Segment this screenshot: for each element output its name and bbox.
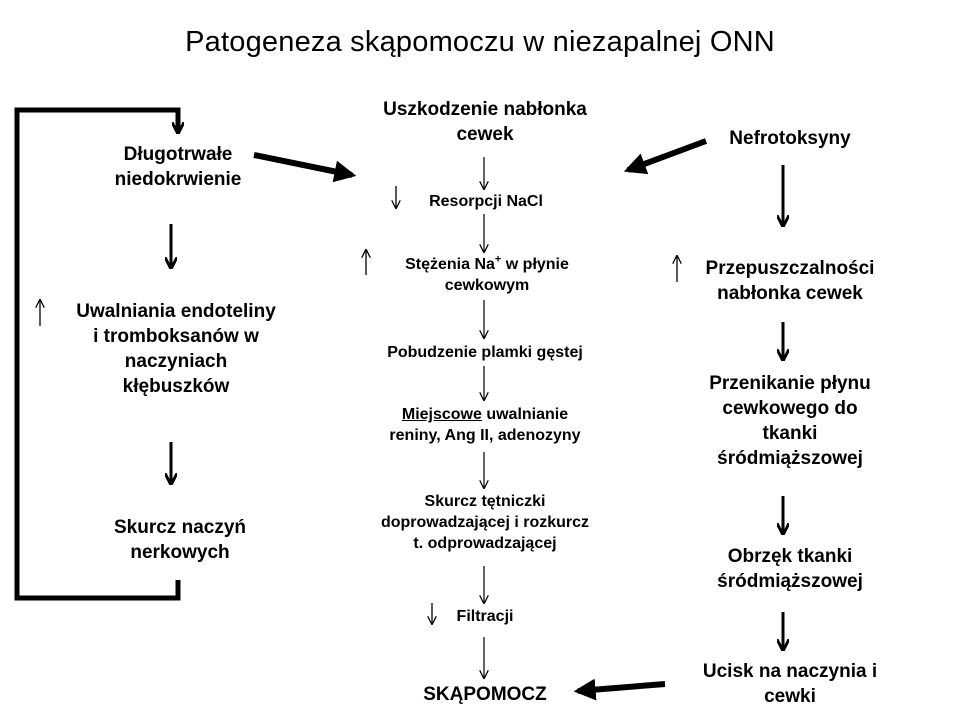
node-line: nerkowych: [130, 542, 230, 564]
node-stezenie-na: Stężenia Na+ w płynie cewkowym: [362, 254, 612, 296]
node-line: Uwalniania endoteliny: [76, 301, 276, 322]
node-line: Skurcz tętniczki: [424, 493, 546, 510]
node-skurcz-naczyn-nerkowych: Skurcz naczyń nerkowych: [70, 515, 290, 565]
node-line: cewkowym: [444, 277, 530, 295]
node-line: Stężenia Na+ w płynie: [362, 254, 612, 275]
node-text: uwalnianie: [481, 406, 569, 423]
node-text-underlined: Miejscowe: [401, 406, 482, 423]
node-skapomocz: SKĄPOMOCZ: [423, 684, 547, 705]
arrow-nefrotoksyny-to-uszkodzenie: [623, 138, 708, 175]
node-line: niedokrwienie: [114, 169, 242, 191]
node-text: w płynie: [501, 256, 569, 273]
node-line: Długotrwałe: [123, 144, 233, 165]
node-uszkodzenie-nablonka: Uszkodzenie nabłonka cewek: [335, 97, 635, 147]
node-resorpcja-nacl: Resorpcji NaCl: [429, 193, 543, 210]
node-line: reniny, Ang II, adenozyny: [389, 427, 581, 445]
node-nefrotoksyny: Nefrotoksyny: [729, 128, 851, 149]
node-superscript: +: [494, 253, 502, 266]
node-ucisk-na-naczynia: Ucisk na naczynia i cewki: [665, 659, 915, 709]
node-line: cewki: [764, 686, 816, 708]
node-text: Stężenia Na: [405, 256, 495, 273]
arrow-ucisk-to-skapomocz: [573, 678, 666, 701]
node-przepuszczalnosc: Przepuszczalności nabłonka cewek: [670, 256, 910, 306]
node-obrzek-tkanki: Obrzęk tkanki śródmiąższowej: [670, 544, 910, 594]
node-filtracja: Filtracji: [456, 608, 514, 625]
node-line: śródmiąższowej: [717, 448, 863, 470]
node-pobudzenie-plamki: Pobudzenie plamki gęstej: [387, 344, 583, 361]
node-line: i tromboksanów w: [93, 326, 259, 348]
node-line: Przepuszczalności: [705, 258, 875, 279]
arrow-niedokrwienie-to-uszkodzenie: [253, 152, 357, 183]
node-line: śródmiąższowej: [717, 571, 863, 593]
node-line: Obrzęk tkanki: [727, 546, 853, 567]
node-line: nabłonka cewek: [717, 283, 863, 305]
node-miejscowe-uwalnianie: Miejscowe uwalnianie reniny, Ang II, ade…: [335, 404, 635, 446]
node-line: t. odprowadzającej: [413, 535, 557, 553]
node-skurcz-tetniczki: Skurcz tętniczki doprowadzającej i rozku…: [328, 491, 642, 554]
node-line: tkanki: [762, 423, 818, 445]
node-line: Ucisk na naczynia i: [702, 661, 878, 682]
node-line: Miejscowe uwalnianie: [335, 404, 635, 425]
node-dlugotrwale-niedokrwienie: Długotrwałe niedokrwienie: [68, 142, 288, 192]
node-line: doprowadzającej i rozkurcz: [380, 514, 590, 532]
node-uwalnianie-endoteliny: Uwalniania endoteliny i tromboksanów w n…: [42, 299, 310, 399]
node-line: Przenikanie płynu: [709, 373, 871, 394]
node-line: kłębuszków: [122, 376, 230, 398]
node-line: Skurcz naczyń: [114, 517, 246, 538]
node-line: cewkowego do: [722, 398, 858, 420]
node-line: Uszkodzenie nabłonka: [383, 99, 587, 120]
node-line: naczyniach: [124, 351, 228, 373]
node-przenikanie-plynu: Przenikanie płynu cewkowego do tkanki śr…: [670, 371, 910, 471]
page-title: Patogeneza skąpomoczu w niezapalnej ONN: [185, 26, 775, 58]
feedback-loop-line: [14, 107, 181, 601]
node-line: cewek: [456, 124, 514, 146]
